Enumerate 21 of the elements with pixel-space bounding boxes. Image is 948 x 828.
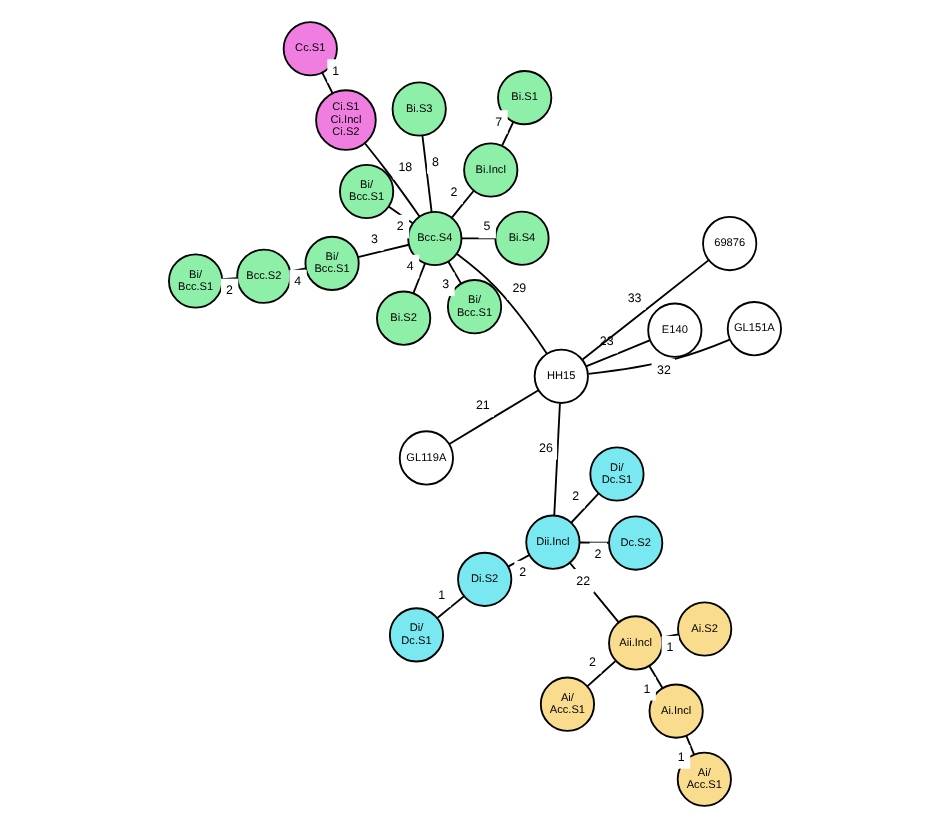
connector [446, 260, 462, 285]
connector [647, 665, 663, 689]
connector [449, 189, 474, 219]
connector [585, 660, 616, 688]
connector [420, 134, 432, 213]
connector [435, 595, 464, 619]
connector [356, 243, 409, 259]
connector [552, 402, 560, 517]
connector [386, 205, 413, 224]
connector [411, 262, 425, 294]
connector [580, 259, 709, 361]
connector [320, 71, 333, 94]
connector [577, 541, 609, 544]
connector [584, 339, 650, 368]
connector [500, 121, 514, 147]
connector [684, 735, 694, 756]
connector [506, 554, 530, 568]
connector [569, 492, 599, 524]
connector [586, 338, 730, 375]
connector [460, 237, 496, 240]
connector [455, 253, 547, 355]
